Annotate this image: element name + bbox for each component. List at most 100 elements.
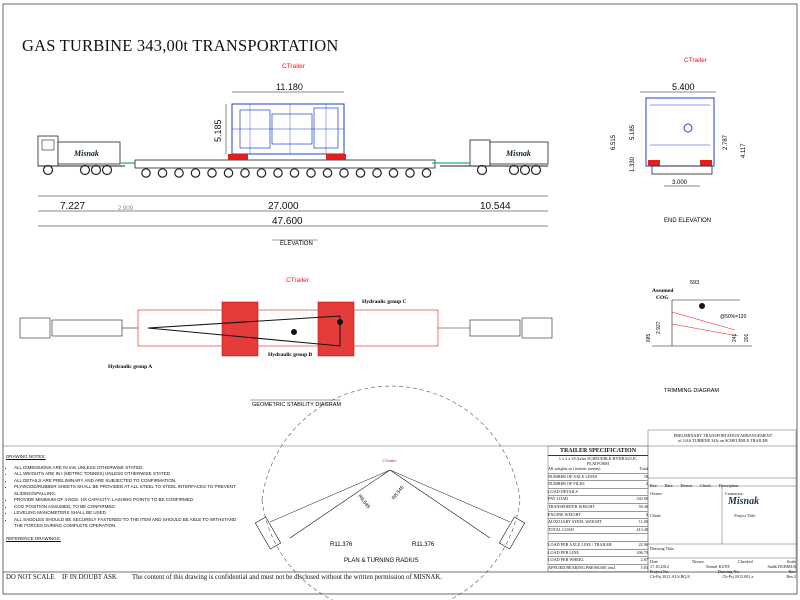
end-dim-h-right: 2.787 xyxy=(723,134,729,150)
footer-do-not-scale: DO NOT SCALE xyxy=(6,574,55,581)
tb-date: 17.10.2012 xyxy=(650,564,669,569)
ctrailer-turning: CTrailer xyxy=(382,458,397,463)
spec-row-value: 5.83 xyxy=(640,564,648,570)
spec-row-value xyxy=(630,534,648,541)
hydraulic-group-a: Hydraulic group A xyxy=(108,364,152,370)
rear-truck: Misnak xyxy=(440,139,549,176)
end-dim-base: 3.000 xyxy=(672,180,688,186)
trailer-wheel xyxy=(322,168,333,178)
title-block: PRELIMINARY TRANSPORTATION ARRANGEMENT o… xyxy=(650,430,796,579)
turn-r-outer-left: R11.376 xyxy=(330,542,353,548)
spec-row: AUXILIARY STEEL WEIGHT 11.00 xyxy=(548,519,648,527)
spec-row-value: 11.00 xyxy=(638,519,648,525)
spec-row-value: 0 xyxy=(645,511,648,517)
front-truck-brand: Misnak xyxy=(73,149,99,158)
spec-row-label: LOAD PER AXLE LINE / TRAILER xyxy=(548,541,612,547)
turn-r-inner-left: R8.545 xyxy=(356,494,371,511)
tb-rev-label: Rev. xyxy=(788,569,796,574)
spec-row: TOTAL LOAD 413.40 xyxy=(548,527,648,535)
elevation-dimensions: 11.180 5.185 7.227 2.909 27.000 10.544 4… xyxy=(38,82,548,227)
spec-row-label: LOAD PER WHEEL xyxy=(548,557,584,563)
turn-r-outer-right: R11.376 xyxy=(412,542,435,548)
ctrailer-stability: CTrailer xyxy=(286,277,310,284)
spec-row-value: 2 xyxy=(645,481,648,487)
note-item: ALL WEIGHTS ARE IN t (METRIC TONNES) UNL… xyxy=(14,471,246,478)
tb-heading-2: of GAS TURBINE 343t on SCHEUERLE TRAILER xyxy=(678,438,768,443)
spec-row: LOAD PER WHEEL 2.87 xyxy=(548,557,648,565)
tb-drawing-title: Drawing Title: xyxy=(650,546,675,551)
trim-h1: 2.927 xyxy=(656,321,662,334)
note-item: LEVELING MANOMETERS SHALL BE USED. xyxy=(14,510,246,517)
trailer-wheel xyxy=(388,168,399,178)
trim-h4: 201 xyxy=(744,333,750,342)
spec-heading: TRAILER SPECIFICATION xyxy=(548,448,648,456)
end-dim-h-deck: 1.330 xyxy=(630,156,636,172)
tb-col-desc: Description. xyxy=(718,483,740,488)
spec-unit-note: All weights in t (metric tonnes) xyxy=(548,466,601,471)
spec-total-header: Total xyxy=(639,466,648,471)
trailer-wheel xyxy=(141,168,151,178)
trailer-wheel xyxy=(190,168,201,178)
trailer-wheel xyxy=(405,168,415,178)
tb-project-no-label: Project No. xyxy=(650,569,670,574)
drawing-title: GAS TURBINE 343,00t TRANSPORTATION xyxy=(22,36,339,55)
gas-turbine-cargo xyxy=(228,103,346,160)
end-dim-h-cargo: 5.185 xyxy=(630,124,636,140)
spec-row-label: TRANSPORTER WEIGHT xyxy=(548,503,596,509)
dim-rear: 10.544 xyxy=(480,201,511,212)
spec-row-label: NUMBER OF AXLE LINES xyxy=(548,473,598,479)
tb-drawn-label: Drawn xyxy=(692,559,704,564)
trailer-wheels xyxy=(141,168,432,178)
reference-drawings-heading: REFERENCE DRAWINGS: xyxy=(6,535,61,541)
spec-row-value: 2.87 xyxy=(640,557,648,563)
trailer-wheel xyxy=(223,168,234,178)
tb-scale-label: Scale xyxy=(786,559,796,564)
dim-cargo-height: 5.185 xyxy=(213,119,223,142)
end-dim-h-total: 6.515 xyxy=(611,134,617,150)
tb-company-logo: Misnak xyxy=(728,496,760,507)
saddle-front xyxy=(221,301,259,357)
turning-view: CTrailer R11.376 R11.376 R8.545 R8.545 P… xyxy=(254,385,526,600)
end-dim-h-far: 4.117 xyxy=(741,143,747,158)
spec-row-value: 343.00 xyxy=(636,496,648,502)
dim-deck: 27.000 xyxy=(268,201,299,212)
spec-row-value: 206.70 xyxy=(636,549,648,555)
hydraulic-group-c: Hydraulic group C xyxy=(362,299,407,305)
dim-gap: 2.909 xyxy=(118,206,134,212)
trailer-wheel xyxy=(157,168,168,178)
tb-col-drawn: Drawn. xyxy=(680,483,693,488)
note-item: PROVIDE MINIMUM OF 4 NOS. 10t CAPACITY, … xyxy=(14,497,246,504)
tb-project: Project Title: xyxy=(734,513,756,518)
stability-label: GEOMETRIC STABILITY DIAGRAM xyxy=(252,402,341,408)
trimming-label: TRIMMING DIAGRAM xyxy=(664,388,719,394)
end-elevation-label: END ELEVATION xyxy=(664,218,711,224)
note-item: ALL SADDLES SHOULD BE SECURELY FASTENED … xyxy=(14,517,246,530)
note-item: ALL DETAILS ARE PRELIMINARY AND ARE SUBJ… xyxy=(14,478,246,485)
trim-top: 593 xyxy=(690,280,699,286)
trim-h3: 241 xyxy=(732,333,738,342)
spec-row-value xyxy=(630,489,648,496)
note-item: PLYWOOD/RUBBER SHEETS SHALL BE PROVIDED … xyxy=(14,484,246,497)
spec-row-label: NUMBER OF FILES xyxy=(548,481,585,487)
elevation-view: Misnak Misnak xyxy=(37,63,549,247)
footer-if-in-doubt: IF IN DOUBT ASK xyxy=(62,574,117,581)
spec-row-label: PAY LOAD xyxy=(548,496,569,502)
dim-overall: 47.600 xyxy=(272,216,303,227)
tb-drawing-no: Ch-Prj 2012.001.a xyxy=(722,574,754,579)
spec-row-label: TOTAL LOAD xyxy=(548,526,574,532)
spec-row: NUMBER OF FILES 2 xyxy=(548,481,648,489)
spec-row-value: 413.40 xyxy=(636,526,648,532)
spec-row-label: LOAD DETAILS xyxy=(548,488,578,494)
note-item: COG POSITION ASSUMED, TO BE CONFIRMED. xyxy=(14,504,246,511)
spec-row-label: AUXILIARY STEEL WEIGHT xyxy=(548,519,602,525)
trailer-wheel xyxy=(306,168,316,178)
tb-checked-label: Checked xyxy=(737,559,753,564)
notes-list: ALL DIMENSIONS ARE IN mm UNLESS OTHERWIS… xyxy=(6,465,246,530)
trailer-wheel xyxy=(421,168,432,178)
notes-heading: DRAWING NOTES: xyxy=(6,454,46,459)
drawing-notes: DRAWING NOTES: ALL DIMENSIONS ARE IN mm … xyxy=(6,454,246,542)
